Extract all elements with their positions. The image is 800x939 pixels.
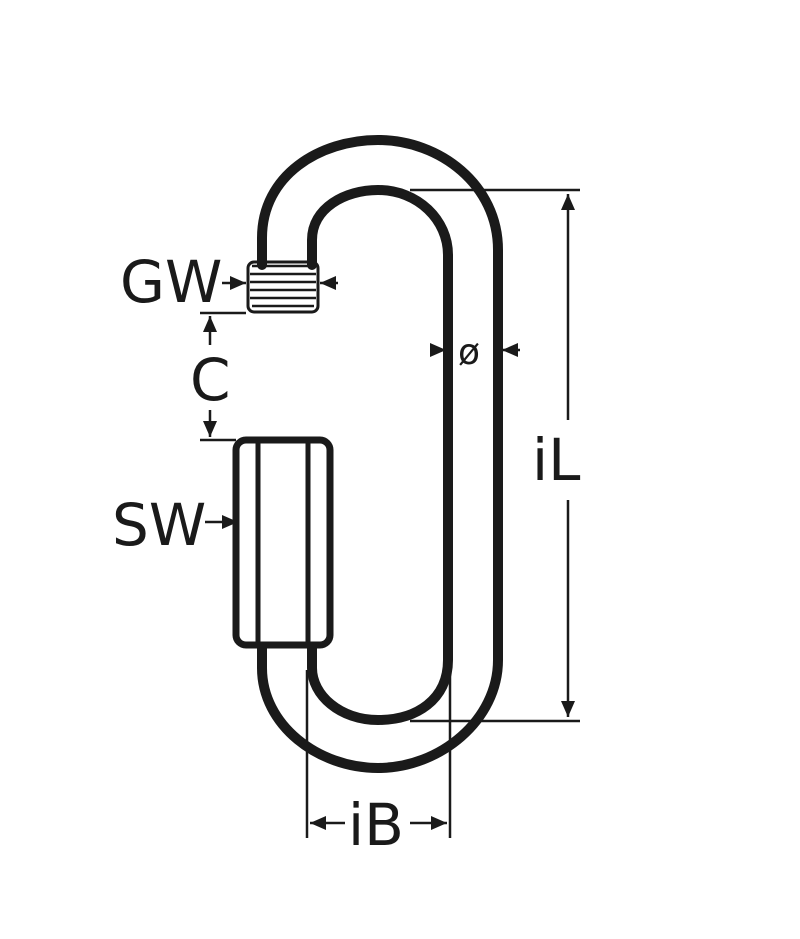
- thread: [246, 260, 320, 314]
- label-diameter: ø: [458, 332, 480, 373]
- sleeve-outline: [232, 436, 334, 649]
- diameter-dimension: [430, 343, 520, 357]
- label-sw: SW: [112, 491, 206, 559]
- screw-sleeve: [232, 436, 334, 649]
- link-inner-contour: [307, 184, 453, 726]
- gw-dimension: [222, 276, 338, 290]
- label-il: iL: [532, 426, 580, 494]
- thread-outline: [246, 260, 320, 314]
- link-outer-contour: [257, 134, 503, 774]
- label-c: C: [190, 346, 231, 414]
- c-dimension: [200, 311, 246, 442]
- ib-dimension: [305, 670, 452, 838]
- link-body: [257, 134, 503, 774]
- il-dimension: [410, 188, 580, 723]
- label-ib: iB: [348, 791, 404, 859]
- label-gw: GW: [120, 248, 222, 316]
- sw-pointer: [205, 515, 238, 529]
